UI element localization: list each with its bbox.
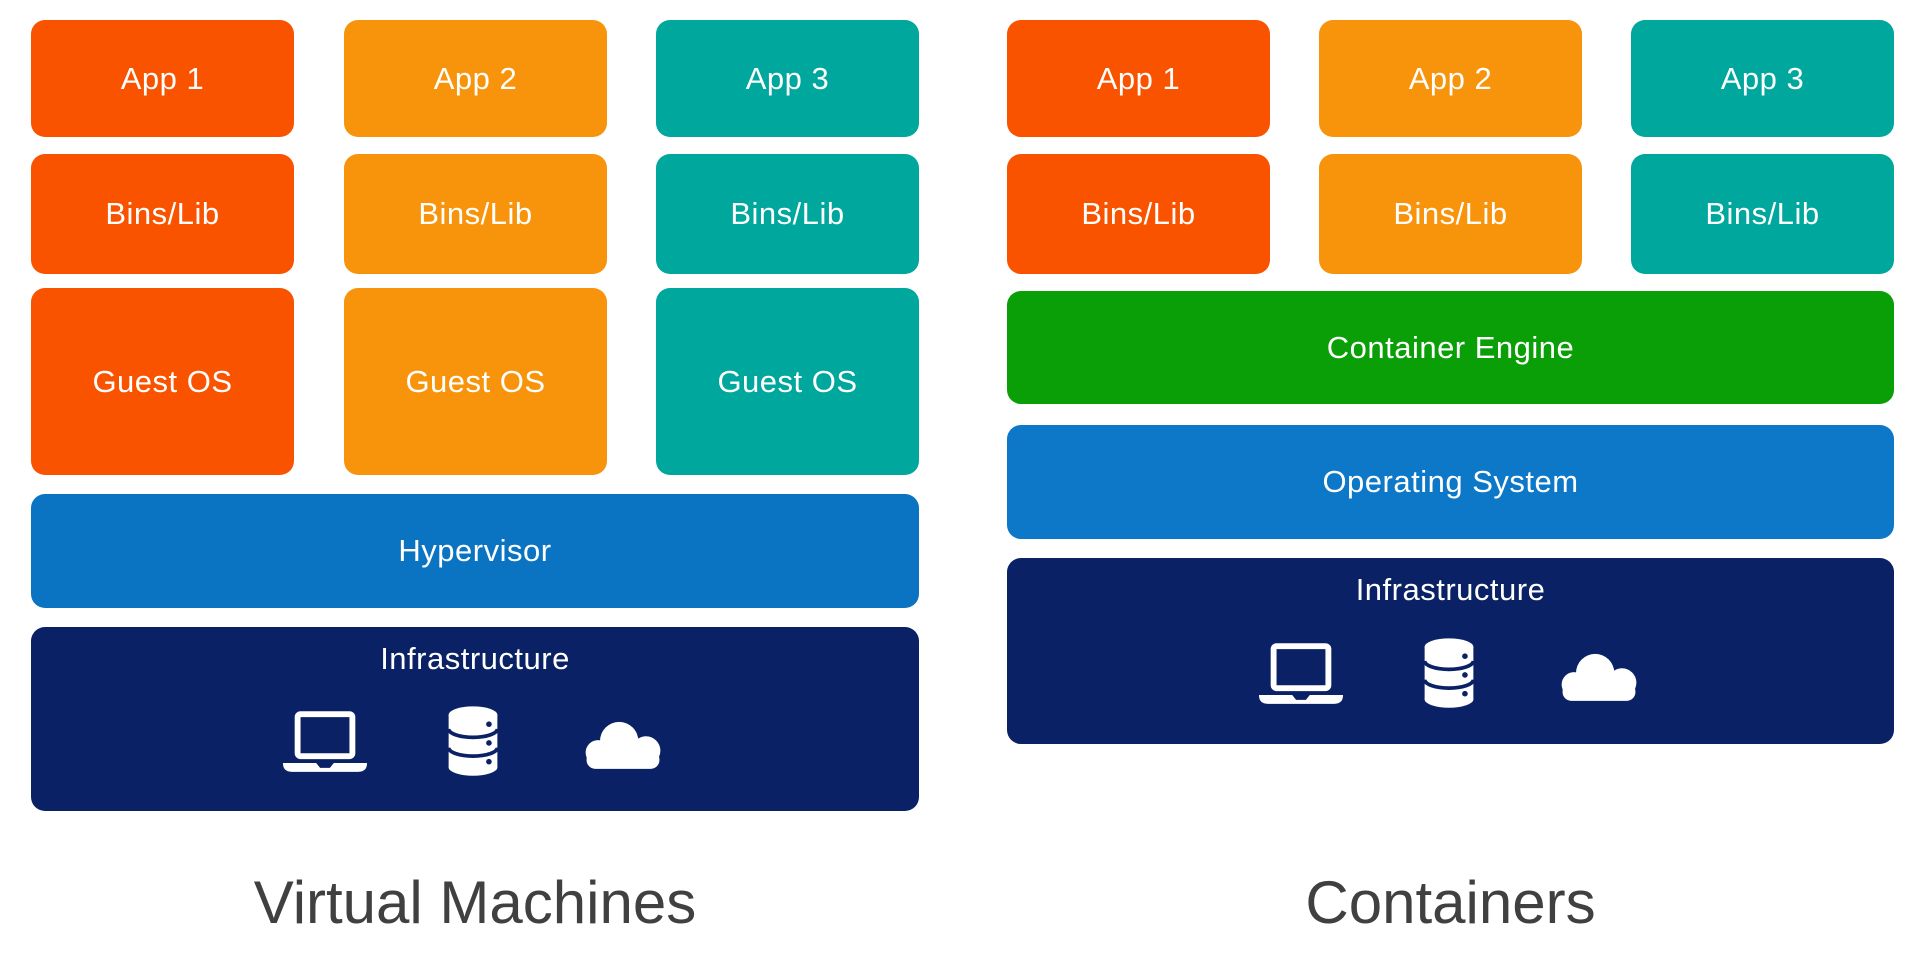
guest-os-box: Guest OS xyxy=(344,288,607,475)
infrastructure-layer: Infrastructure xyxy=(31,627,919,811)
bins-lib-box: Bins/Lib xyxy=(31,154,294,274)
bins-lib-box: Bins/Lib xyxy=(1631,154,1894,274)
bins-lib-box: Bins/Lib xyxy=(1007,154,1270,274)
infrastructure-icons xyxy=(31,683,919,811)
app-box: App 1 xyxy=(31,20,294,137)
bins-lib-box: Bins/Lib xyxy=(656,154,919,274)
container-engine-layer: Container Engine xyxy=(1007,291,1894,404)
app-box: App 3 xyxy=(656,20,919,137)
guest-os-box: Guest OS xyxy=(31,288,294,475)
vm-title: Virtual Machines xyxy=(253,868,697,936)
hypervisor-layer: Hypervisor xyxy=(31,494,919,608)
bins-lib-box: Bins/Lib xyxy=(1319,154,1582,274)
infrastructure-layer: Infrastructure xyxy=(1007,558,1894,744)
infrastructure-label: Infrastructure xyxy=(1355,572,1546,607)
database-icon xyxy=(443,704,503,780)
cloud-icon xyxy=(1553,644,1645,704)
laptop-icon xyxy=(281,710,369,774)
app-box: App 1 xyxy=(1007,20,1270,137)
app-box: App 2 xyxy=(1319,20,1582,137)
operating-system-layer: Operating System xyxy=(1007,425,1894,539)
infrastructure-icons xyxy=(1007,614,1894,744)
bins-lib-box: Bins/Lib xyxy=(344,154,607,274)
infrastructure-label: Infrastructure xyxy=(380,641,570,676)
guest-os-box: Guest OS xyxy=(656,288,919,475)
cloud-icon xyxy=(577,712,669,772)
app-box: App 2 xyxy=(344,20,607,137)
containers-title: Containers xyxy=(1305,868,1596,936)
database-icon xyxy=(1419,636,1479,712)
laptop-icon xyxy=(1257,642,1345,706)
app-box: App 3 xyxy=(1631,20,1894,137)
